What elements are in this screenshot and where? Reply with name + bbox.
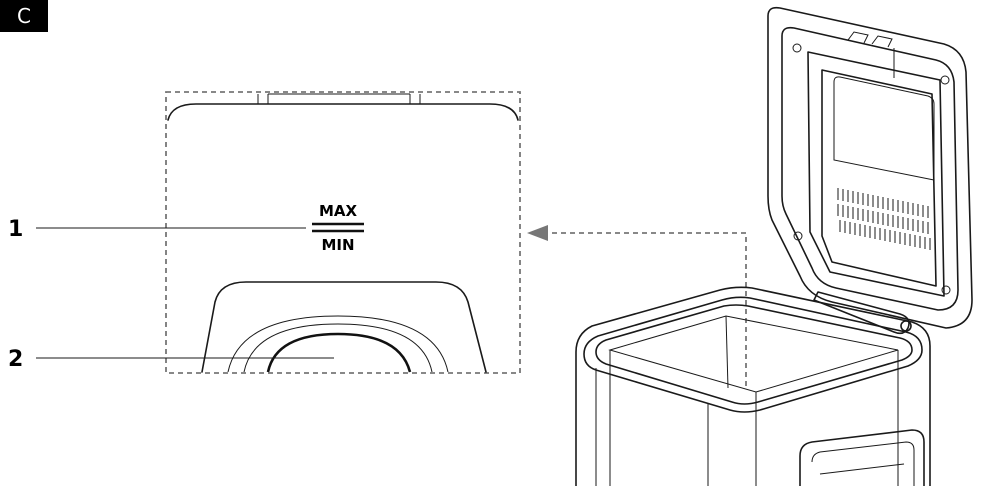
callout-1: 1 xyxy=(8,217,306,242)
bowl-cavity xyxy=(608,315,899,393)
element-center-ring xyxy=(266,332,412,373)
detail-rim-tab xyxy=(257,93,421,104)
max-label: MAX xyxy=(319,202,358,220)
fryer-body xyxy=(575,286,931,487)
lid-screw-top-right xyxy=(940,75,950,85)
lid-hinge xyxy=(813,291,912,335)
deep-fryer-illustration xyxy=(575,6,973,487)
vent-row-1 xyxy=(837,188,929,218)
vent-row-2 xyxy=(837,204,929,234)
min-label: MIN xyxy=(321,236,354,254)
detail-top-rim xyxy=(167,103,519,121)
zoom-pointer-arrowhead xyxy=(527,225,548,241)
lid-screw-bottom-right xyxy=(941,285,951,295)
fryer-lid xyxy=(767,6,973,329)
detail-zoom-view: MAX MIN xyxy=(165,91,521,374)
callout-number-1: 1 xyxy=(8,217,23,242)
bowl-rim-outer xyxy=(583,296,923,413)
callout-2: 2 xyxy=(8,347,334,372)
zoom-pointer-arrow xyxy=(527,225,747,386)
lid-viewing-window xyxy=(833,76,935,181)
element-ring-inner xyxy=(243,323,433,373)
lid-screw-bottom-left xyxy=(793,231,803,241)
max-min-level-marking: MAX MIN xyxy=(312,202,364,254)
body-outer xyxy=(575,286,931,487)
heating-element-base xyxy=(201,281,487,373)
lid-inner-frame xyxy=(781,26,959,311)
hinge-bar xyxy=(813,291,910,335)
side-handle-outer xyxy=(799,429,925,487)
callout-number-2: 2 xyxy=(8,347,23,372)
bowl-back-corner xyxy=(725,315,729,389)
side-handle-inner xyxy=(811,441,915,486)
lid-top-clip xyxy=(847,31,893,48)
element-cover xyxy=(201,281,487,373)
element-ring-outer xyxy=(227,315,449,373)
zoom-pointer-line xyxy=(546,232,747,386)
lid-filter-vents xyxy=(837,188,931,250)
lid-window-inner xyxy=(821,69,937,287)
bowl-rim-inner xyxy=(595,304,913,405)
lid-screw-top-left xyxy=(792,43,802,53)
lid-window-frame xyxy=(807,51,945,297)
detail-frame xyxy=(165,91,521,374)
vent-row-3 xyxy=(839,220,931,250)
side-handle-grip xyxy=(819,463,905,475)
hinge-pin xyxy=(900,320,912,332)
section-label-badge: C xyxy=(0,0,48,32)
lid-outer xyxy=(767,6,973,329)
